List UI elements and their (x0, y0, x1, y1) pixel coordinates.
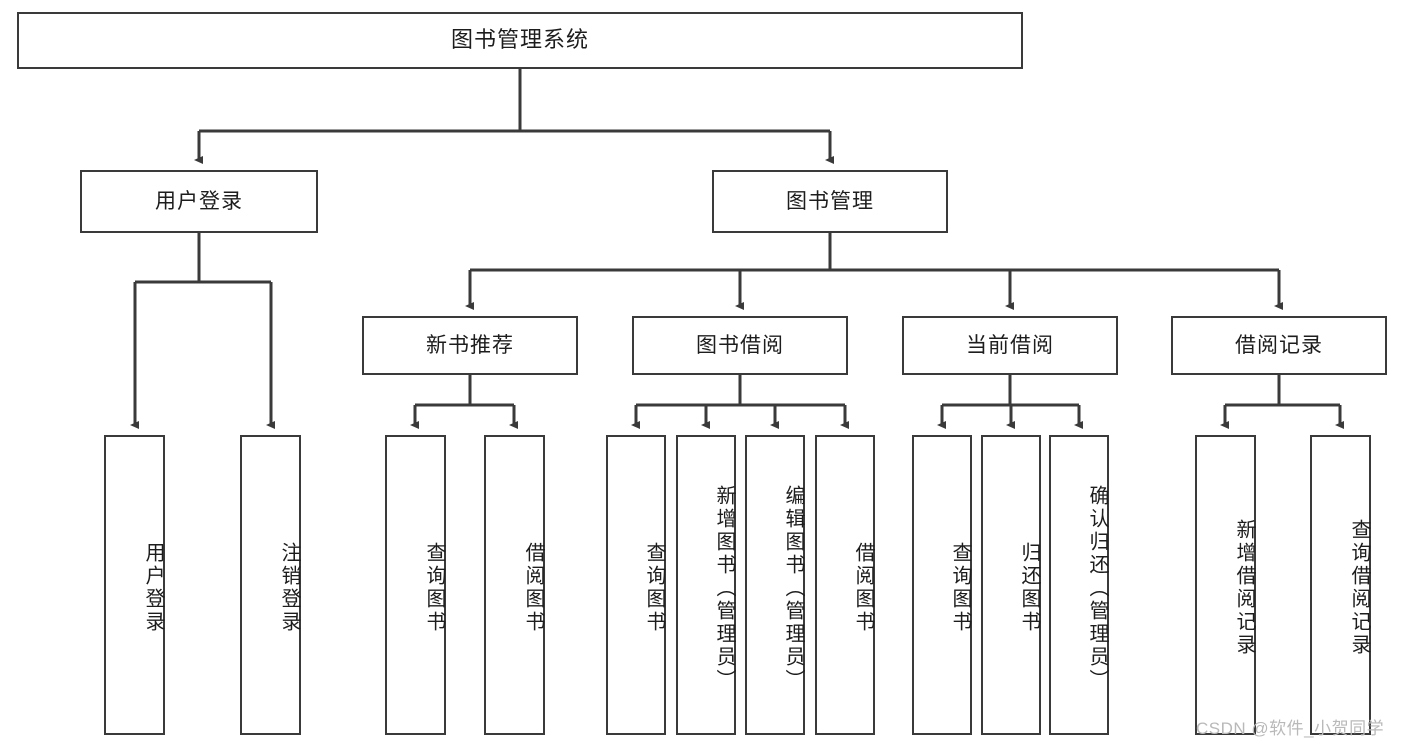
node-leaf-return-book-label: 归还图书 (1018, 542, 1040, 634)
node-leaf-query-borrow-record-label: 查询借阅记录 (1348, 519, 1370, 657)
node-book-borrow-label: 图书借阅 (696, 333, 784, 357)
node-root[interactable]: 图书管理系统 (17, 12, 1023, 69)
node-leaf-user-login[interactable]: 用户登录 (104, 435, 165, 735)
node-new-book-recommend-label: 新书推荐 (426, 333, 514, 357)
node-leaf-logout-login-label: 注销登录 (278, 542, 300, 634)
node-leaf-edit-book-admin[interactable]: 编辑图书（管理员） (745, 435, 805, 735)
node-leaf-return-book[interactable]: 归还图书 (981, 435, 1041, 735)
node-leaf-add-book-admin-label: 新增图书（管理员） (713, 484, 735, 692)
node-leaf-borrow-book-recommend[interactable]: 借阅图书 (484, 435, 545, 735)
node-leaf-edit-book-admin-label: 编辑图书（管理员） (782, 484, 804, 692)
node-root-label: 图书管理系统 (450, 27, 589, 53)
node-book-borrow[interactable]: 图书借阅 (632, 316, 848, 375)
node-book-manage[interactable]: 图书管理 (712, 170, 948, 233)
node-leaf-query-borrow-record[interactable]: 查询借阅记录 (1310, 435, 1371, 735)
node-leaf-logout-login[interactable]: 注销登录 (240, 435, 301, 735)
node-leaf-borrow-book-label: 借阅图书 (852, 542, 874, 634)
node-new-book-recommend[interactable]: 新书推荐 (362, 316, 578, 375)
node-leaf-borrow-book[interactable]: 借阅图书 (815, 435, 875, 735)
node-user-login[interactable]: 用户登录 (80, 170, 318, 233)
node-leaf-user-login-label: 用户登录 (142, 542, 164, 634)
node-current-borrow[interactable]: 当前借阅 (902, 316, 1118, 375)
node-leaf-query-book-current[interactable]: 查询图书 (912, 435, 972, 735)
csdn-watermark: CSDN @软件_小贺同学 (1196, 719, 1385, 738)
node-leaf-query-book-recommend[interactable]: 查询图书 (385, 435, 446, 735)
node-leaf-confirm-return-admin[interactable]: 确认归还（管理员） (1049, 435, 1109, 735)
node-leaf-borrow-book-recommend-label: 借阅图书 (522, 542, 544, 634)
node-leaf-add-book-admin[interactable]: 新增图书（管理员） (676, 435, 736, 735)
node-user-login-label: 用户登录 (155, 189, 243, 213)
node-borrow-record-label: 借阅记录 (1235, 333, 1323, 357)
node-book-manage-label: 图书管理 (786, 189, 874, 213)
node-leaf-add-borrow-record-label: 新增借阅记录 (1233, 519, 1255, 657)
node-leaf-query-book-borrow-label: 查询图书 (643, 542, 665, 634)
node-leaf-query-book-borrow[interactable]: 查询图书 (606, 435, 666, 735)
node-leaf-query-book-current-label: 查询图书 (949, 542, 971, 634)
node-current-borrow-label: 当前借阅 (966, 333, 1054, 357)
node-leaf-add-borrow-record[interactable]: 新增借阅记录 (1195, 435, 1256, 735)
node-leaf-query-book-recommend-label: 查询图书 (423, 542, 445, 634)
node-leaf-confirm-return-admin-label: 确认归还（管理员） (1086, 484, 1108, 692)
node-borrow-record[interactable]: 借阅记录 (1171, 316, 1387, 375)
